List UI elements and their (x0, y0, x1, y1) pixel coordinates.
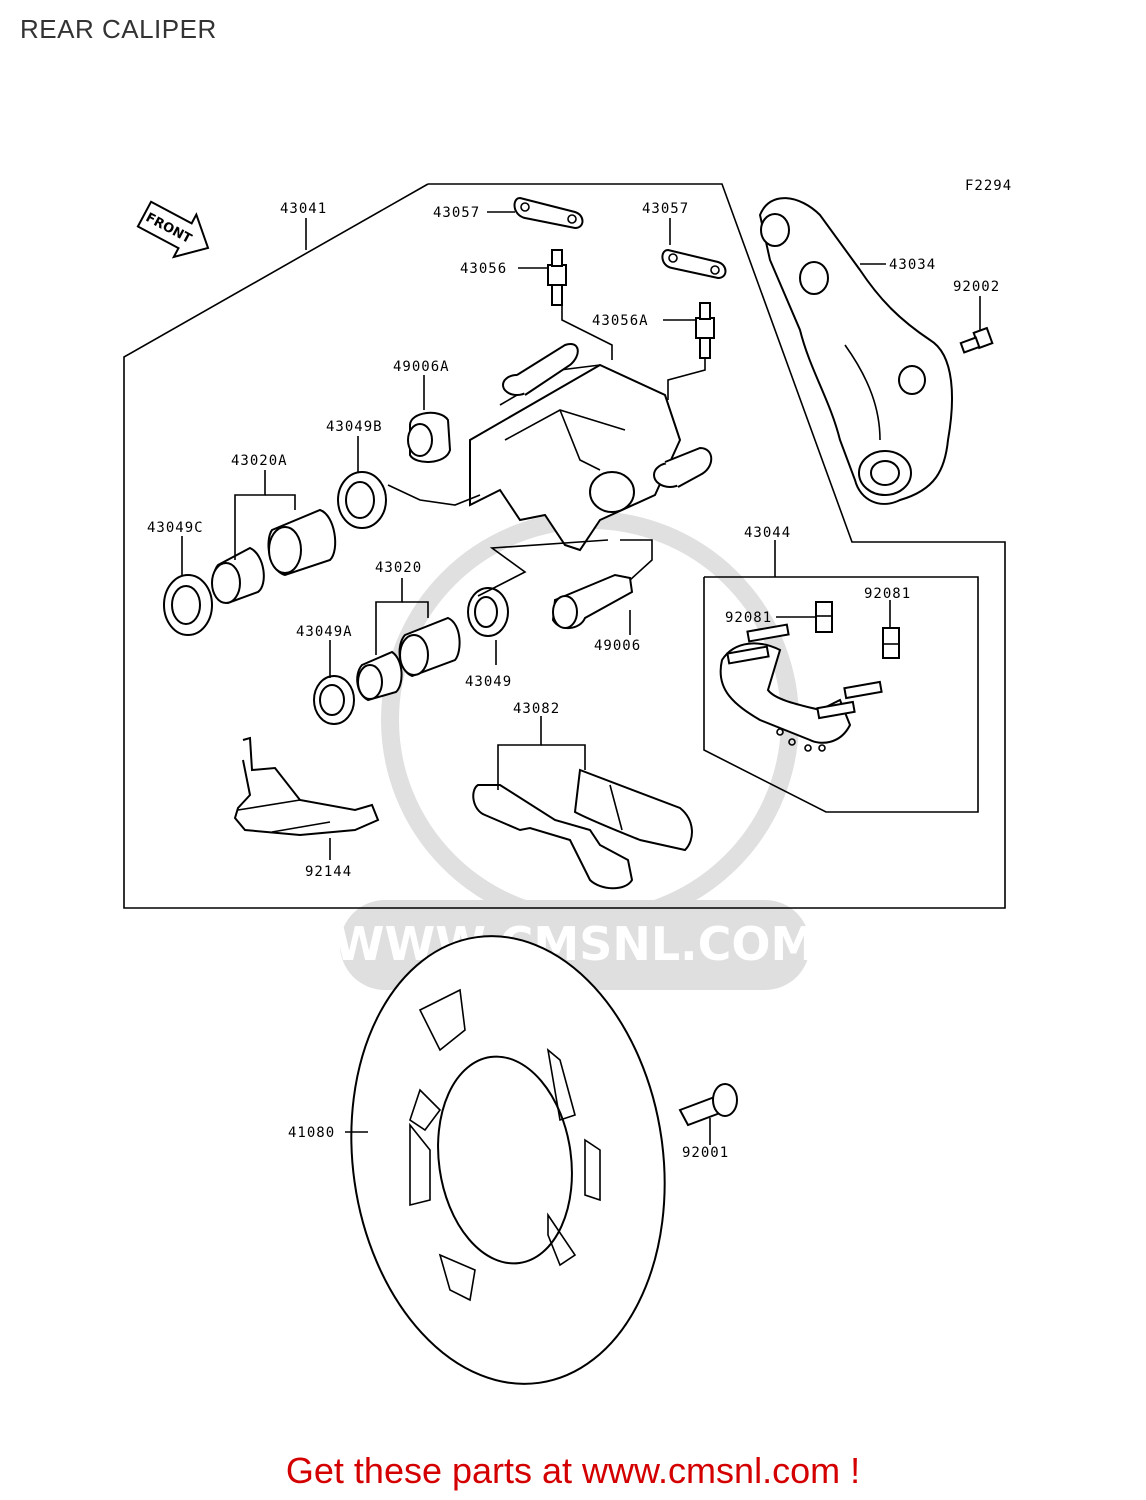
seal-43049b (337, 471, 387, 529)
brake-disc-41080 (350, 935, 666, 1385)
piston-43020a (267, 508, 337, 577)
label-92002: 92002 (953, 279, 1000, 295)
bolt-92002 (959, 326, 994, 354)
pin-boot-49006a (407, 411, 452, 463)
bracket-subassembly-box (703, 576, 979, 813)
label-43056: 43056 (460, 261, 507, 277)
label-43057-a: 43057 (433, 205, 480, 221)
bleeder-cap-43057-b (661, 248, 727, 280)
label-43044: 43044 (744, 525, 791, 541)
label-43056a: 43056A (592, 313, 649, 329)
label-43049c: 43049C (147, 520, 204, 536)
label-43049: 43049 (465, 674, 512, 690)
piston-43020 (398, 616, 461, 678)
piston-insulator-b (356, 650, 403, 702)
label-49006: 49006 (594, 638, 641, 654)
label-43049b: 43049B (326, 419, 383, 435)
leader-lines (181, 211, 981, 1145)
pad-spring-92144 (233, 736, 380, 837)
seal-43049c (163, 574, 213, 636)
clip-92081-a (815, 601, 833, 633)
seal-43049 (467, 587, 509, 637)
page-title: REAR CALIPER (20, 14, 217, 44)
label-92001: 92001 (682, 1145, 729, 1161)
label-92081-a: 92081 (725, 610, 772, 626)
figure-code: F2294 (965, 178, 1012, 194)
label-43082: 43082 (513, 701, 560, 717)
bleeder-cap-43057-a (513, 196, 584, 230)
watermark-logo: WWW.CMSNL.COM (334, 511, 817, 990)
part-labels: 43041 43057 43057 43056 43056A 43034 920… (147, 201, 1000, 1161)
label-41080: 41080 (288, 1125, 335, 1141)
clip-92081-b (882, 627, 900, 659)
label-43041: 43041 (280, 201, 327, 217)
bleeder-valve-43056a (695, 302, 715, 359)
label-43020: 43020 (375, 560, 422, 576)
brake-pads-43082 (472, 768, 693, 890)
footer-link[interactable]: Get these parts at www.cmsnl.com ! (285, 1450, 861, 1491)
label-43049a: 43049A (296, 624, 353, 640)
slide-pin-49006 (551, 573, 634, 629)
front-arrow-icon: FRONT (136, 200, 210, 259)
bleeder-valve-43056 (547, 249, 567, 306)
label-92081-b: 92081 (864, 586, 911, 602)
piston-insulator-a (211, 546, 265, 605)
caliper-assembly-outline (123, 183, 1006, 909)
watermark-text: WWW.CMSNL.COM (334, 917, 817, 971)
bolt-92001 (678, 1083, 738, 1127)
caliper-body (469, 343, 713, 552)
label-43057-b: 43057 (642, 201, 689, 217)
seal-43049a (313, 675, 355, 725)
label-49006a: 49006A (393, 359, 450, 375)
label-92144: 92144 (305, 864, 352, 880)
pad-holder-43044 (719, 623, 883, 752)
label-43020a: 43020A (231, 453, 288, 469)
caliper-bracket (758, 197, 953, 505)
label-43034: 43034 (889, 257, 936, 273)
